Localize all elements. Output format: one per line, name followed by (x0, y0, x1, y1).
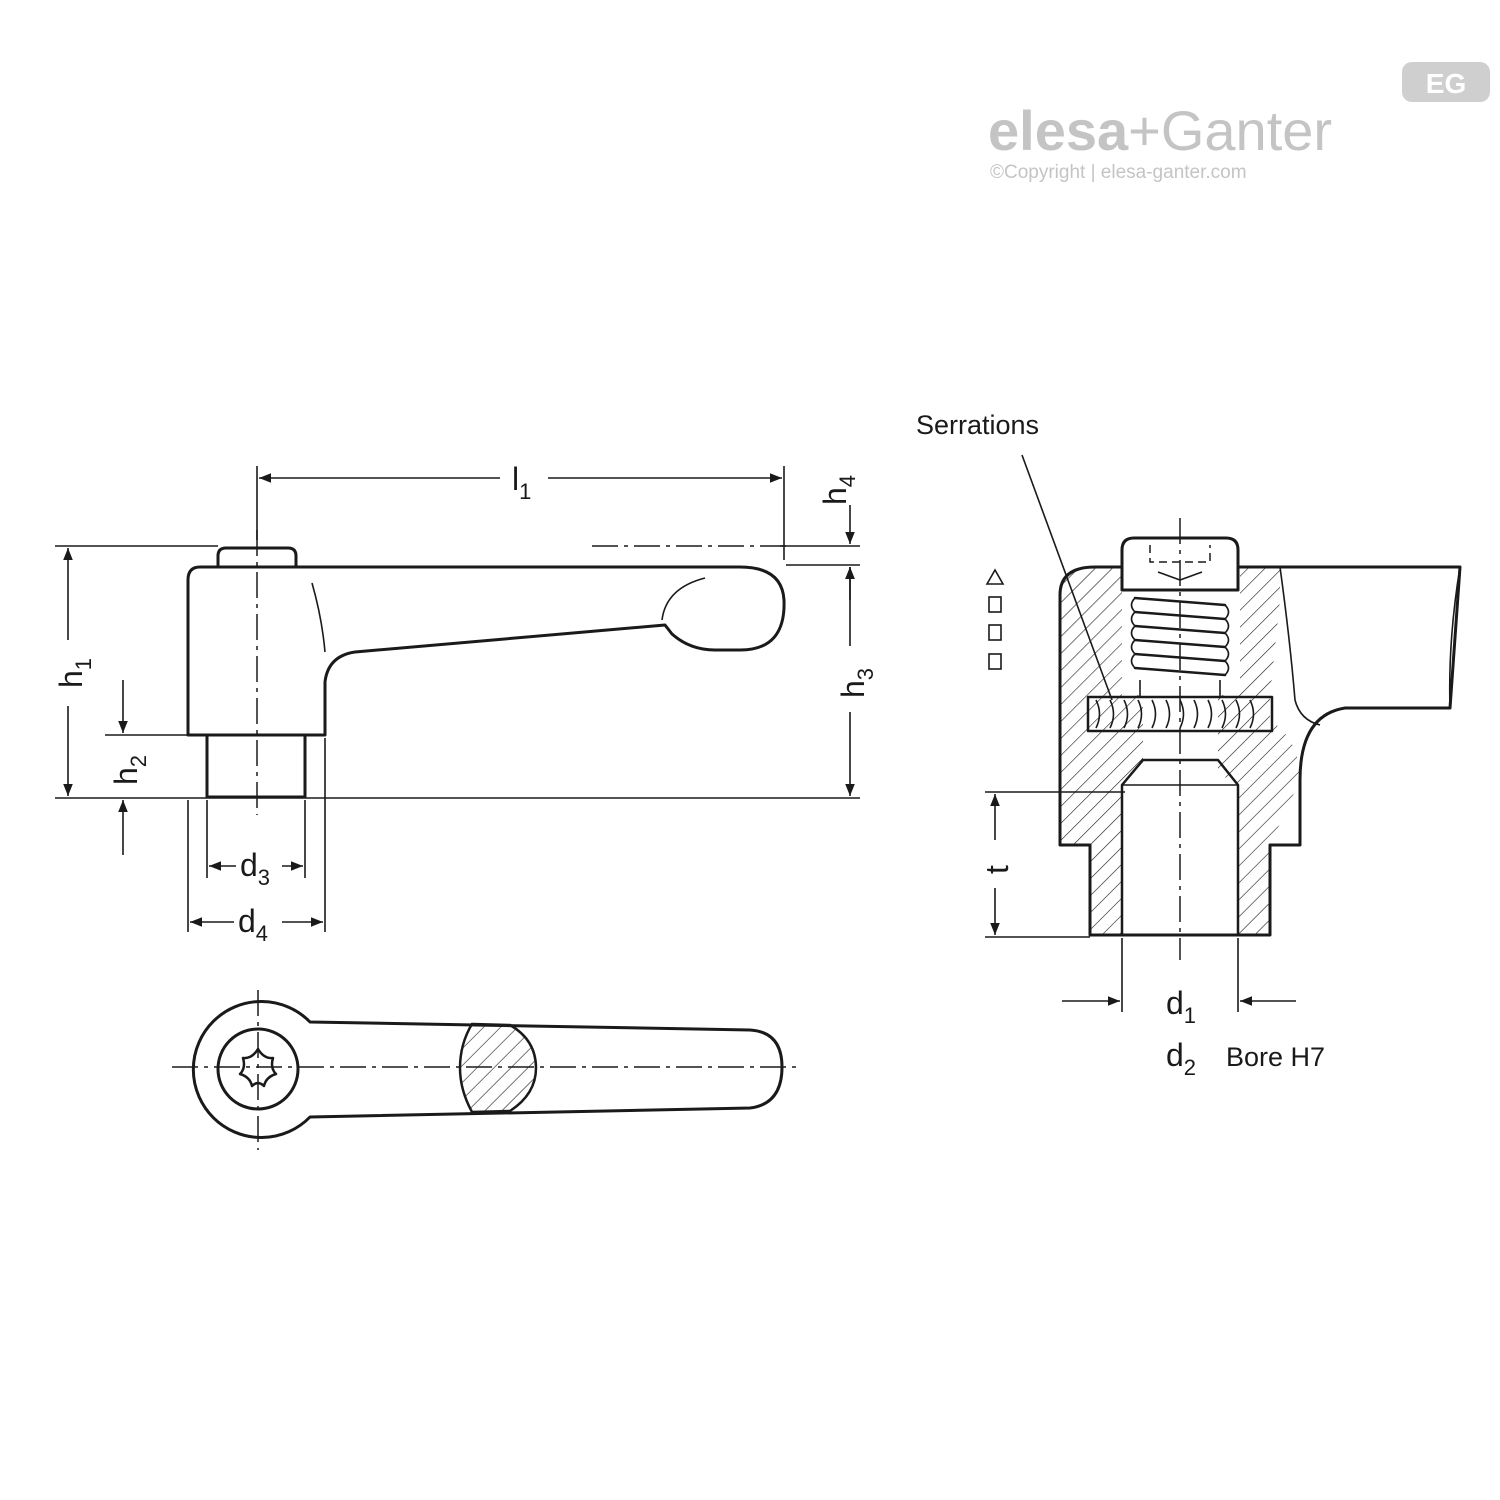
logo-plus: + (1128, 99, 1161, 162)
hub-inner-break (1279, 566, 1321, 726)
lever-body (186, 565, 786, 737)
label-d4: d4 (238, 903, 268, 946)
spring (1130, 596, 1230, 677)
direction-symbol (985, 568, 1005, 670)
serrations-leader (1021, 454, 1113, 701)
label-h2: h2 (108, 755, 151, 785)
logo-ganter: Ganter (1161, 99, 1332, 162)
label-serrations: Serrations (916, 410, 1039, 440)
label-bore-h7: Bore H7 (1226, 1042, 1325, 1072)
top-view (172, 990, 800, 1150)
elesa-ganter-logo: EG elesa+Ganter ©Copyright | elesa-gante… (988, 62, 1490, 183)
hub-left-hatch (1060, 567, 1143, 935)
label-d3: d3 (240, 847, 270, 890)
label-l1: l1 (512, 461, 531, 504)
label-h1: h1 (53, 658, 96, 688)
lever-spigot (205, 733, 307, 799)
lever-fillet (311, 582, 326, 653)
lever-recess (661, 577, 706, 621)
label-h3: h3 (835, 668, 878, 698)
label-d2: d2 (1166, 1037, 1196, 1080)
lever-break-line (1448, 566, 1461, 709)
logo-badge-text: EG (1426, 68, 1466, 99)
logo-badge (1402, 62, 1490, 102)
serration-teeth (1095, 699, 1255, 729)
section-view: Serrations t d1 d2 Bore H7 (916, 410, 1462, 1080)
cross-section-hatch (458, 1022, 538, 1114)
logo-elesa: elesa (988, 99, 1129, 162)
logo-wordmark: elesa+Ganter (988, 99, 1332, 162)
side-view: l1 h1 h2 h3 h4 d3 d4 (53, 461, 878, 946)
logo-copyright: ©Copyright | elesa-ganter.com (990, 162, 1247, 183)
label-h4: h4 (817, 475, 860, 505)
label-d1: d1 (1166, 985, 1196, 1028)
label-t: t (979, 865, 1015, 874)
